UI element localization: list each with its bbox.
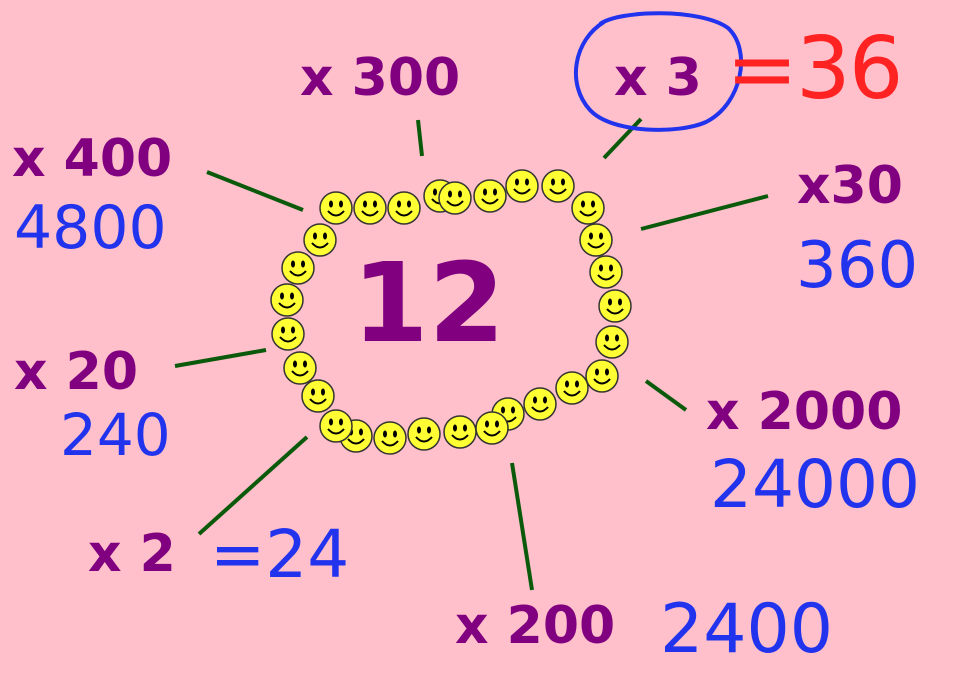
spoke-x30 [640, 194, 769, 231]
answer-x2000: 24000 [710, 446, 920, 523]
smiley-ring [270, 169, 632, 455]
smiley-face-icon [505, 169, 539, 203]
smiley-face-icon [353, 191, 387, 225]
spoke-x3 [602, 117, 643, 160]
spoke-x2000 [644, 379, 688, 412]
label-x300: x 300 [300, 48, 461, 108]
spoke-x200 [510, 462, 534, 591]
smiley-face-icon [585, 359, 619, 393]
smiley-face-icon [373, 421, 407, 455]
label-x200: x 200 [455, 596, 616, 656]
answer-x3: =36 [726, 19, 903, 119]
smiley-face-icon [301, 379, 335, 413]
smiley-face-icon [473, 179, 507, 213]
smiley-face-icon [541, 169, 575, 203]
smiley-face-icon [281, 251, 315, 285]
smiley-face-icon [319, 191, 353, 225]
label-x20: x 20 [14, 342, 139, 402]
answer-x400: 4800 [14, 193, 167, 263]
smiley-face-icon [387, 191, 421, 225]
smiley-face-icon [555, 371, 589, 405]
answer-x2: =24 [210, 516, 350, 593]
smiley-face-icon [270, 283, 304, 317]
label-x30: x30 [797, 156, 903, 216]
answer-x200: 2400 [660, 590, 834, 669]
center-number: 12 [352, 239, 506, 367]
smiley-face-icon [283, 351, 317, 385]
x3-highlight-circle [574, 11, 743, 132]
label-x400: x 400 [12, 129, 173, 189]
label-x2000: x 2000 [706, 382, 903, 442]
spoke-x300 [416, 119, 424, 157]
answer-x30: 360 [796, 229, 919, 303]
label-x3: x 3 [614, 48, 702, 108]
spoke-x20 [174, 348, 267, 368]
smiley-face-icon [438, 181, 472, 215]
label-x2: x 2 [88, 524, 176, 584]
smiley-face-icon [589, 255, 623, 289]
smiley-face-icon [598, 289, 632, 323]
smiley-face-icon [475, 411, 509, 445]
smiley-face-icon [595, 325, 629, 359]
spoke-x2 [197, 435, 309, 536]
smiley-face-icon [523, 387, 557, 421]
smiley-face-icon [571, 191, 605, 225]
smiley-face-icon [319, 409, 353, 443]
smiley-face-icon [303, 223, 337, 257]
smiley-face-icon [443, 415, 477, 449]
smiley-face-icon [407, 417, 441, 451]
answer-x20: 240 [60, 401, 171, 469]
smiley-face-icon [271, 317, 305, 351]
spoke-x400 [206, 170, 304, 212]
smiley-face-icon [579, 223, 613, 257]
